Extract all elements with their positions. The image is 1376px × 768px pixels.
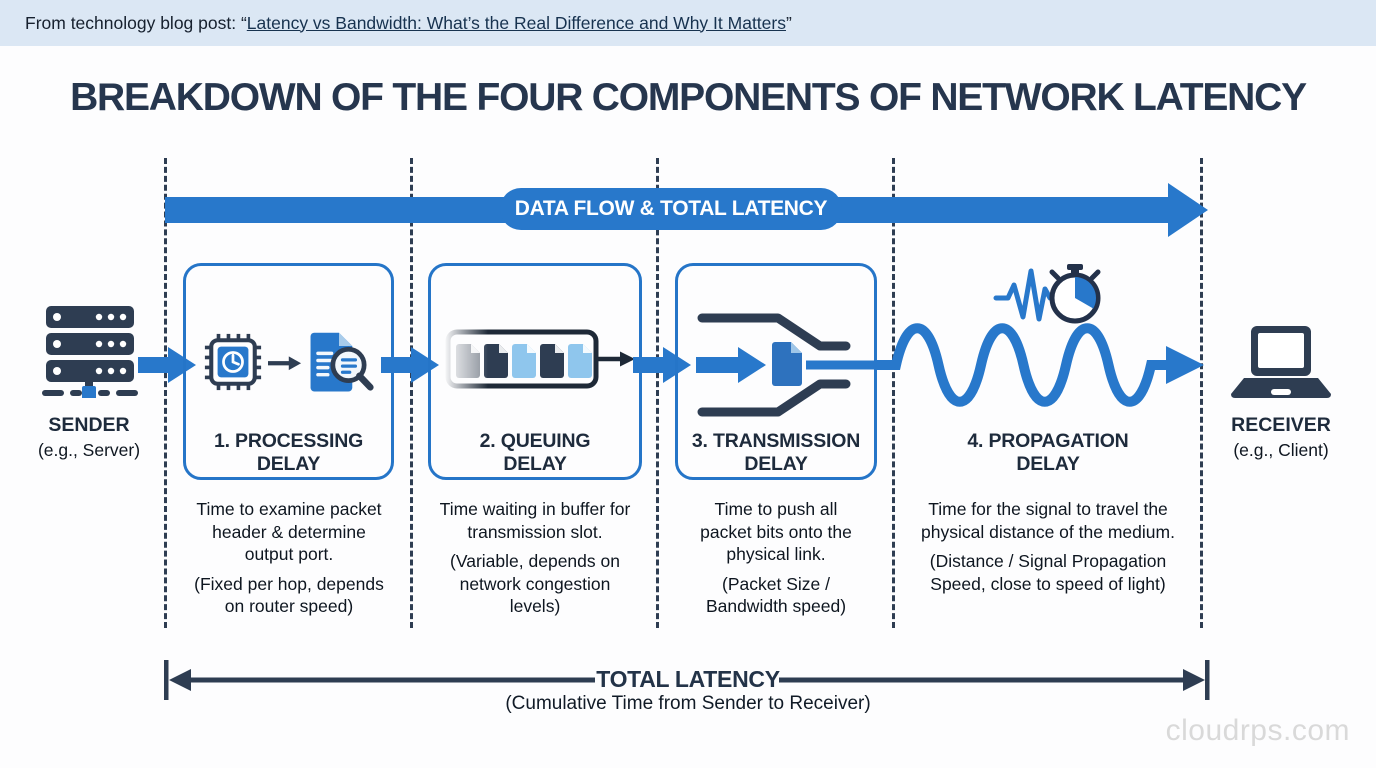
desc-processing: Time to examine packet header & determin… xyxy=(186,498,392,618)
desc-processing-main: Time to examine packet header & determin… xyxy=(196,499,382,564)
desc-propagation-note: (Distance / Signal Propagation Speed, cl… xyxy=(929,551,1167,594)
desc-propagation: Time for the signal to travel the physic… xyxy=(903,498,1193,595)
dashed-separator-1 xyxy=(164,158,167,628)
receiver-label-block: RECEIVER (e.g., Client) xyxy=(1211,414,1351,461)
packet-inspect-magnifier-icon xyxy=(310,332,374,392)
receiver-label: RECEIVER xyxy=(1231,414,1331,436)
arrow-right-icon xyxy=(381,347,439,383)
desc-queuing-note: (Variable, depends on network congestion… xyxy=(450,551,620,616)
sender-sublabel: (e.g., Server) xyxy=(37,440,141,460)
desc-processing-note: (Fixed per hop, depends on router speed) xyxy=(194,573,384,617)
sender-label: SENDER xyxy=(48,414,130,436)
data-flow-arrow-head xyxy=(1168,183,1208,237)
arrow-right-icon xyxy=(138,347,196,383)
source-text-close-quote: ” xyxy=(785,12,792,33)
dashed-separator-4 xyxy=(892,158,895,628)
laptop-icon xyxy=(1231,326,1331,398)
total-latency-measure-arrow xyxy=(164,660,1210,700)
desc-queuing: Time waiting in buffer for transmission … xyxy=(435,498,635,618)
transmission-delay-box xyxy=(675,263,877,480)
desc-transmission: Time to push all packet bits onto the ph… xyxy=(688,498,864,618)
desc-transmission-main: Time to push all packet bits onto the ph… xyxy=(700,499,852,564)
packet-push-funnel-icon xyxy=(696,313,886,417)
data-flow-banner-label: DATA FLOW & TOTAL LATENCY xyxy=(514,197,828,220)
source-attribution-bar: From technology blog post: “Latency vs B… xyxy=(0,0,1376,46)
dashed-separator-2 xyxy=(410,158,413,628)
watermark: cloudrps.com xyxy=(1165,714,1350,747)
sender-label-block: SENDER (e.g., Server) xyxy=(19,414,159,461)
step-title-queuing: 2. QUEUING DELAY xyxy=(479,430,591,475)
source-text-prefix: From technology blog post: “ xyxy=(25,12,247,33)
total-latency-sublabel: (Cumulative Time from Sender to Receiver… xyxy=(505,693,871,714)
desc-queuing-main: Time waiting in buffer for transmission … xyxy=(439,499,631,542)
dashed-separator-5 xyxy=(1200,158,1203,628)
blog-post-link[interactable]: Latency vs Bandwidth: What’s the Real Di… xyxy=(246,12,786,33)
cpu-clock-icon xyxy=(204,333,262,391)
step-title-transmission: 3. TRANSMISSION DELAY xyxy=(691,430,861,475)
data-flow-banner: DATA FLOW & TOTAL LATENCY xyxy=(500,188,842,230)
step-title-processing: 1. PROCESSING DELAY xyxy=(213,430,364,475)
receiver-sublabel: (e.g., Client) xyxy=(1233,440,1329,460)
desc-transmission-note: (Packet Size / Bandwidth speed) xyxy=(705,573,847,617)
page-title: BREAKDOWN OF THE FOUR COMPONENTS OF NETW… xyxy=(70,76,1307,119)
step-title-propagation: 4. PROPAGATION DELAY xyxy=(967,430,1129,475)
packet-buffer-queue-icon xyxy=(444,324,635,400)
desc-propagation-main: Time for the signal to travel the physic… xyxy=(921,499,1175,542)
small-arrow-right-icon xyxy=(268,356,302,371)
signal-wave-stopwatch-icon xyxy=(871,264,1204,407)
dashed-separator-3 xyxy=(656,158,659,628)
server-stack-icon xyxy=(42,306,138,398)
total-latency-label: TOTAL LATENCY xyxy=(596,666,780,692)
